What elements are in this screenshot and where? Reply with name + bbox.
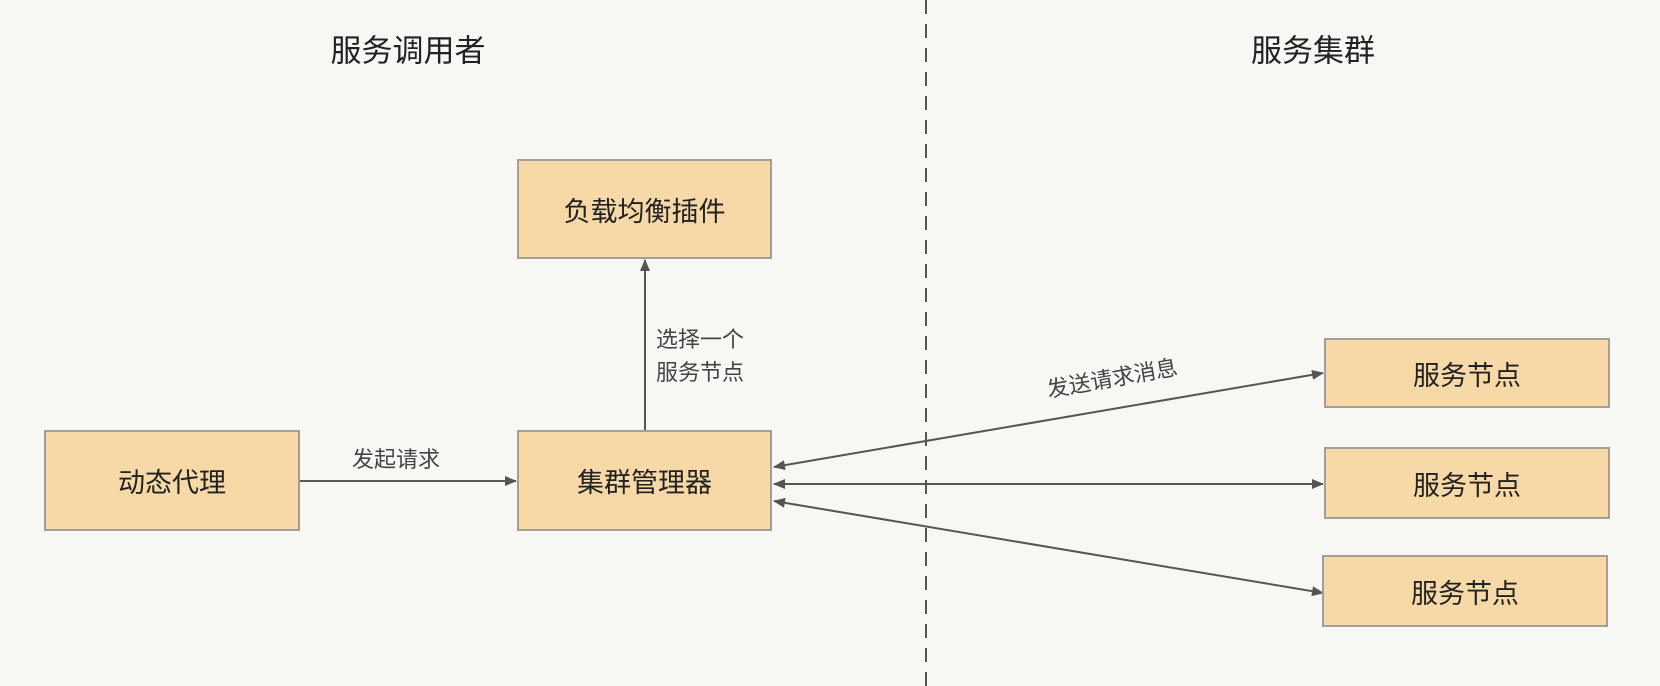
dynamic-proxy-box: 动态代理 xyxy=(44,430,300,531)
arrow-manager-node-1 xyxy=(773,369,1324,471)
service-node-box: 服务节点 xyxy=(1324,338,1610,408)
select-node-label-line1: 选择一个 xyxy=(656,328,745,353)
service-node-box: 服务节点 xyxy=(1324,447,1610,519)
cluster-manager-box: 集群管理器 xyxy=(517,430,772,531)
section-title-caller: 服务调用者 xyxy=(330,33,486,70)
arrow-manager-node-3 xyxy=(773,497,1324,597)
section-title-cluster: 服务集群 xyxy=(1251,33,1375,70)
load-balancer-box: 负载均衡插件 xyxy=(517,159,772,259)
service-node-box: 服务节点 xyxy=(1322,555,1608,627)
initiate-request-label: 发起请求 xyxy=(352,448,441,473)
select-node-label-line2: 服务节点 xyxy=(656,361,745,386)
